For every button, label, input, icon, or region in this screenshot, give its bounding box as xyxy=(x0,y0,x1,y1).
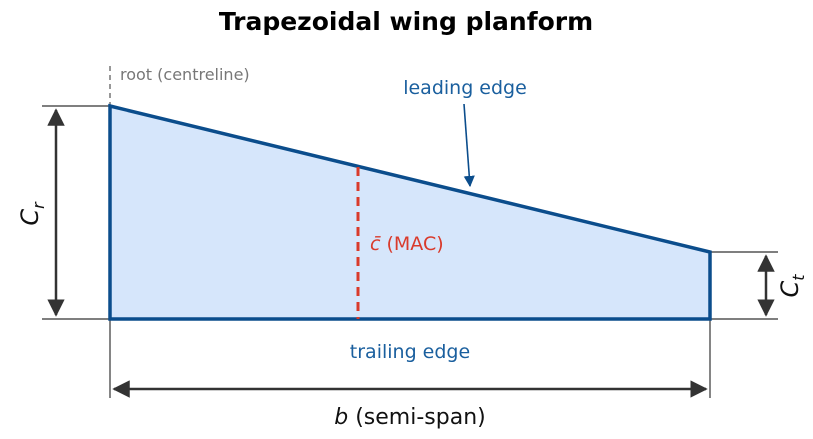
leading-edge-label: leading edge xyxy=(403,77,527,99)
span-label: b (semi-span) xyxy=(334,405,485,430)
root-label: root (centreline) xyxy=(120,65,250,84)
tip-chord-label: Ct xyxy=(776,274,808,298)
root-chord-label: Cr xyxy=(16,201,48,226)
diagram-title: Trapezoidal wing planform xyxy=(219,7,593,36)
mac-label: c̄ (MAC) xyxy=(370,233,444,255)
wing-planform xyxy=(108,103,712,321)
leading-edge-pointer xyxy=(463,103,475,188)
trailing-edge-label: trailing edge xyxy=(350,341,470,363)
